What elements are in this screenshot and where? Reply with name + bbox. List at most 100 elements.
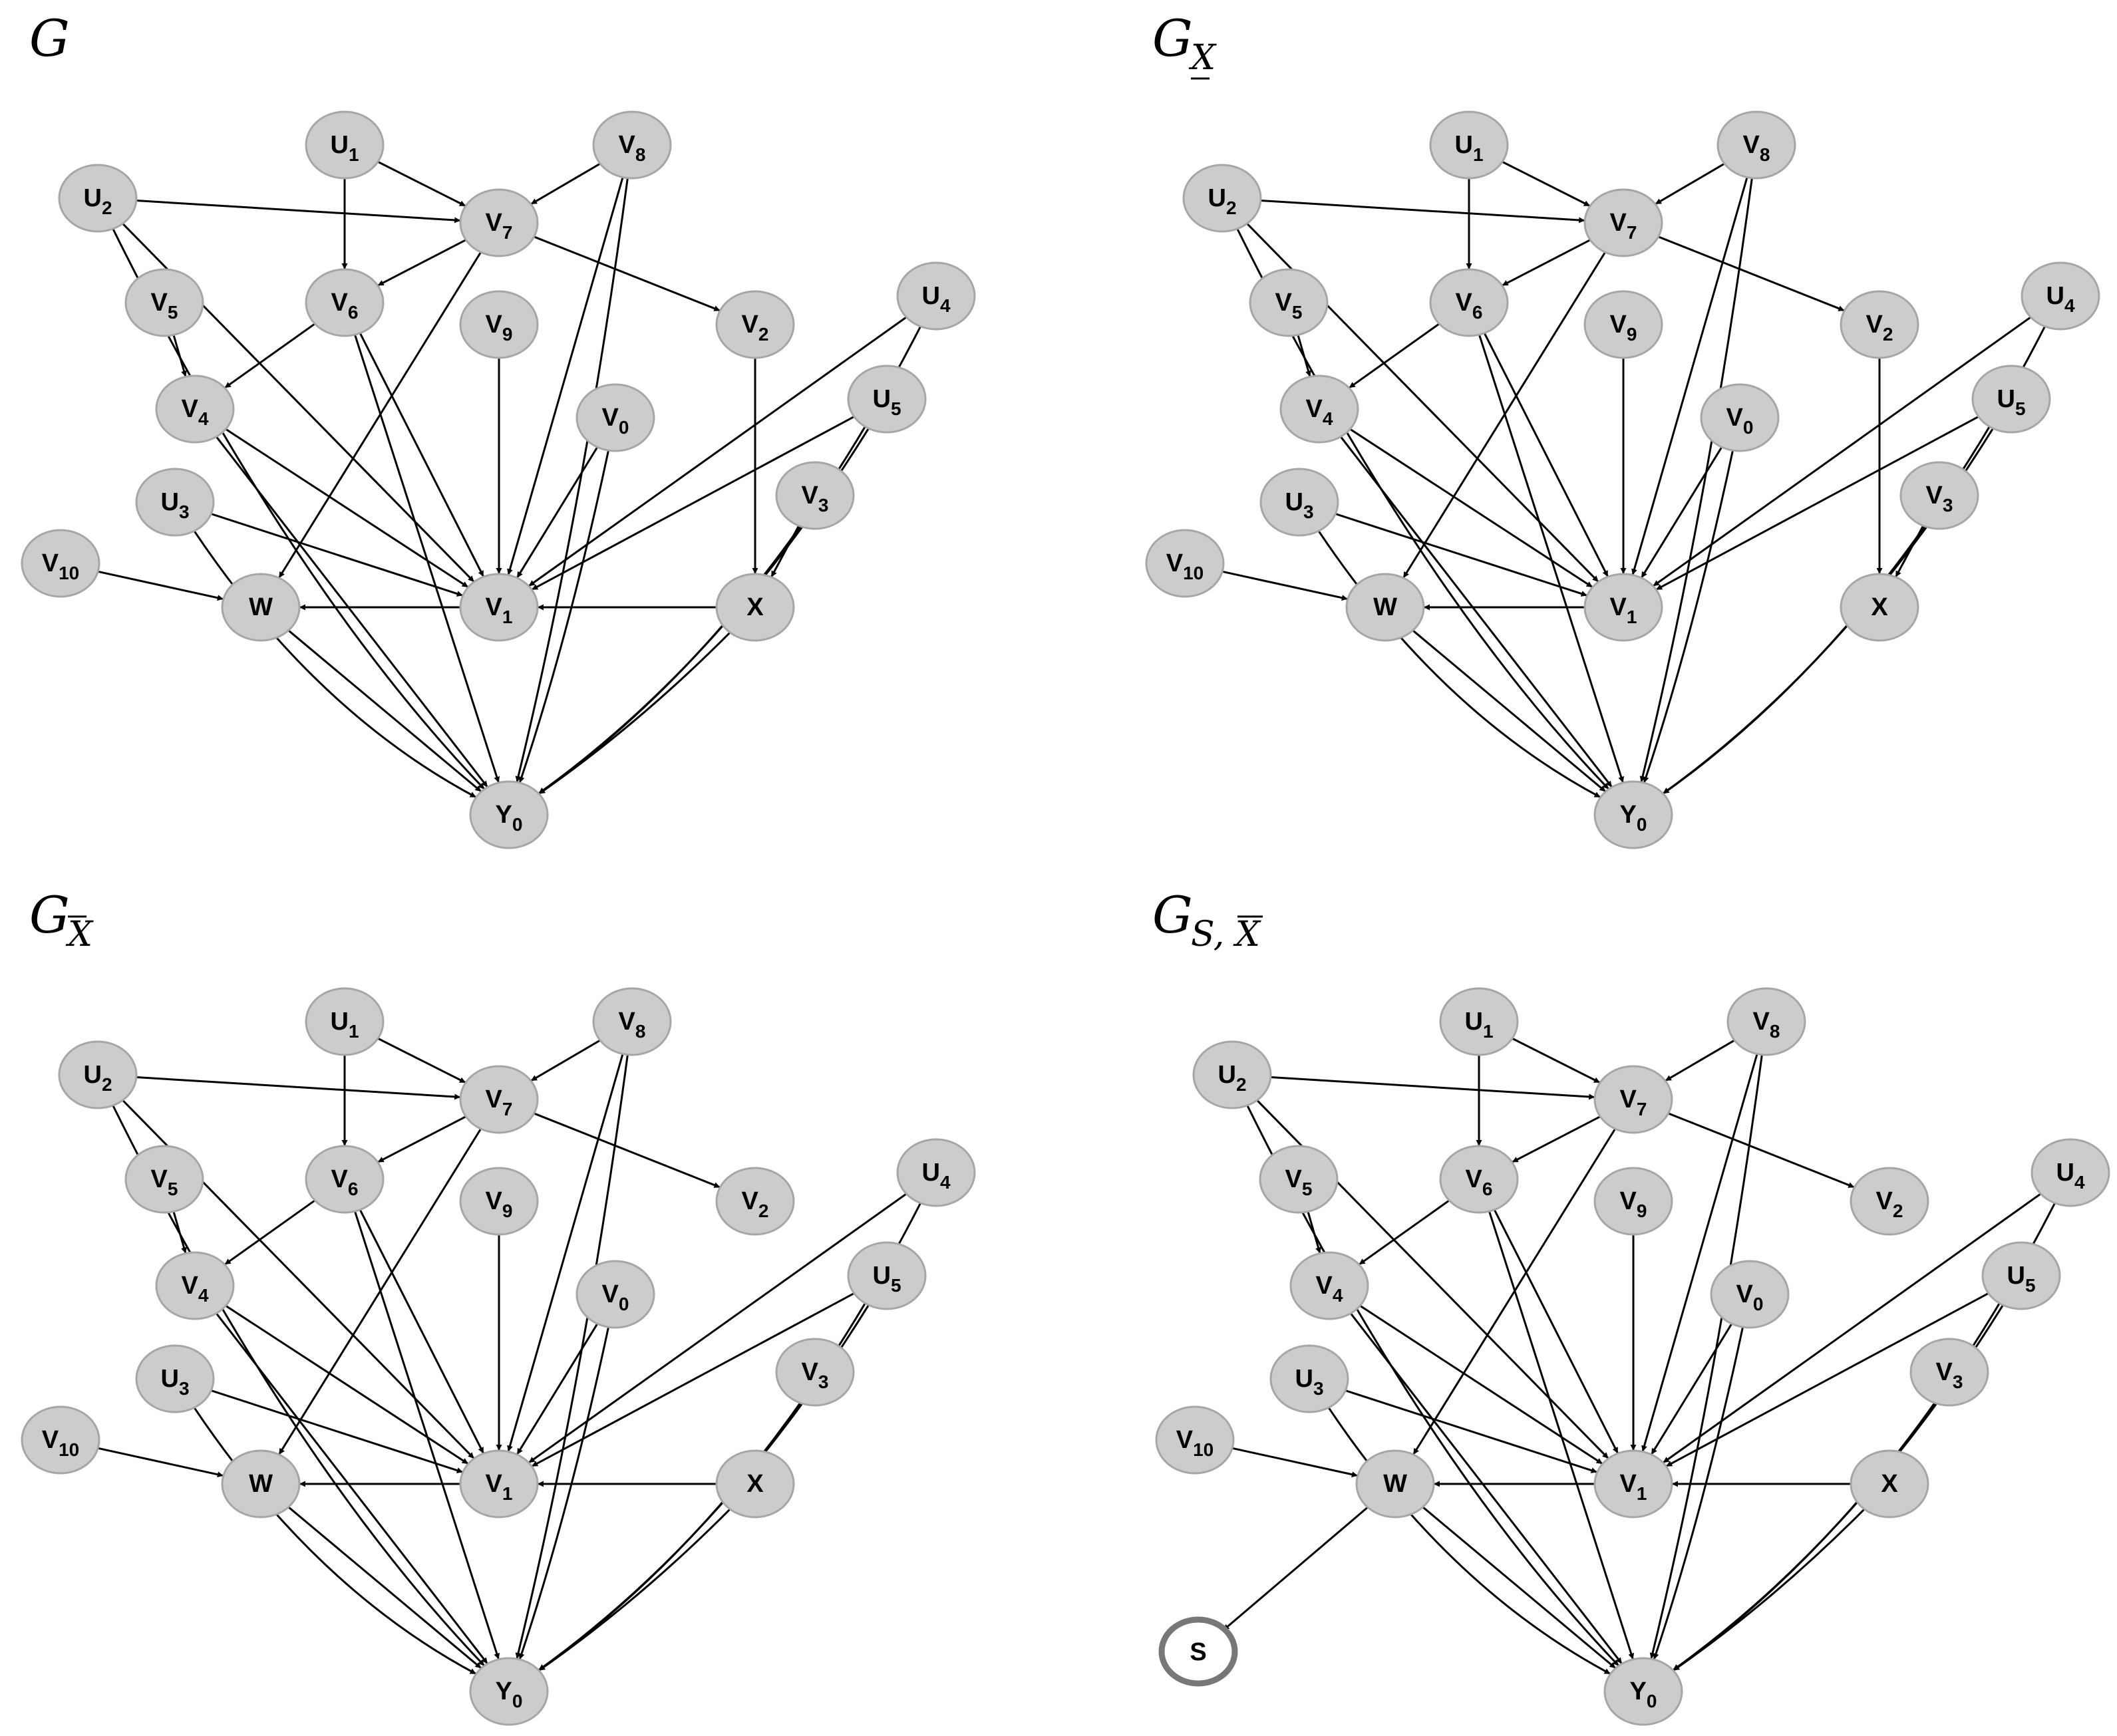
node-V10: V10 [21, 1405, 100, 1475]
node-U3: U3 [135, 468, 215, 537]
node-shape [1269, 1344, 1349, 1413]
node-label: V0 [1736, 1280, 1764, 1314]
node-shape [1583, 188, 1663, 257]
node-W: W [221, 1449, 301, 1519]
node-label: U1 [1464, 1008, 1493, 1042]
node-shape [1710, 1260, 1790, 1329]
node-shape [2021, 261, 2100, 331]
node-label: V2 [742, 1187, 769, 1221]
edge-V0-V1 [516, 446, 599, 579]
node-V7: V7 [459, 188, 539, 257]
node-V4: V4 [155, 374, 235, 444]
node-V2: V2 [1850, 1167, 1929, 1236]
node-Y0: Y0 [1603, 1657, 1683, 1726]
edge-V0-V1 [1640, 446, 1723, 579]
node-label: U2 [1218, 1061, 1246, 1095]
edge-V6-Y0 [1478, 334, 1625, 784]
node-label: V10 [42, 549, 80, 583]
edge-V0-V1 [516, 1323, 599, 1455]
edge-V10-W [97, 1447, 224, 1478]
node-U2: U2 [58, 1040, 138, 1109]
node-V2: V2 [1840, 290, 1919, 359]
edge-U4-V1 [1662, 1193, 2042, 1464]
edge-V0-Y0 [518, 1326, 609, 1660]
edge-V6-V1 [1483, 333, 1609, 577]
node-shape [124, 1145, 204, 1214]
node-shape [459, 1065, 539, 1134]
edge-V7-V6 [1512, 1115, 1601, 1163]
edge-W-Y0 [1422, 1506, 1617, 1669]
node-label: V2 [742, 311, 769, 345]
edge-W-Y0 [1412, 629, 1607, 793]
node-label: U4 [2056, 1159, 2084, 1193]
node-Y0: Y0 [469, 1657, 549, 1726]
node-label: V2 [1866, 311, 1893, 345]
node-shape [469, 780, 549, 849]
node-label: Y0 [1630, 1677, 1657, 1711]
edge-V10-W [97, 570, 224, 601]
node-label: U1 [330, 1008, 359, 1042]
graph-title-main: G [29, 885, 70, 944]
node-shape [1192, 1040, 1272, 1109]
node-shape [575, 383, 655, 452]
edge-V7-V2 [1658, 235, 1845, 312]
node-V2: V2 [715, 1167, 795, 1236]
node-shape [1182, 164, 1262, 233]
node-label: V0 [602, 1280, 629, 1314]
node-label: U5 [872, 385, 901, 419]
node-shape [715, 1167, 795, 1236]
node-label: U1 [330, 131, 359, 165]
node-shape [1981, 1241, 2061, 1310]
edge-U3-V1 [210, 513, 464, 597]
node-U3: U3 [135, 1344, 215, 1413]
node-shape [1355, 1449, 1435, 1519]
node-V7: V7 [1583, 188, 1663, 257]
node-label: Y0 [496, 1677, 523, 1711]
node-shape [1850, 1167, 1929, 1236]
node-label: U5 [2007, 1262, 2035, 1296]
node-label: W [249, 593, 273, 621]
edge-V5-V4 [172, 1211, 187, 1254]
node-label: U4 [921, 282, 950, 316]
node-shape [1850, 1449, 1929, 1519]
node-U5: U5 [847, 364, 927, 434]
node-U3: U3 [1259, 468, 1339, 537]
node-label: V5 [1275, 289, 1303, 323]
node-V10: V10 [21, 529, 100, 598]
node-V0: V0 [575, 383, 655, 452]
edge-V8-V1 [507, 1054, 624, 1452]
node-label: V3 [1926, 482, 1953, 515]
node-shape [1259, 1145, 1339, 1214]
node-V5: V5 [1259, 1145, 1339, 1214]
node-U5: U5 [847, 1241, 927, 1310]
node-shape [58, 164, 138, 233]
edge-V8-V7 [1665, 1039, 1735, 1082]
edge-U5-V1 [1655, 416, 1979, 591]
node-shape [1439, 987, 1519, 1056]
node-label: V6 [331, 1165, 359, 1199]
node-shape [715, 573, 795, 642]
node-label: U3 [160, 1365, 189, 1399]
node-U1: U1 [305, 110, 385, 180]
node-shape [155, 374, 235, 444]
node-shape [775, 461, 855, 530]
node-label: V1 [486, 1470, 513, 1504]
node-label: V8 [1743, 131, 1770, 165]
node-shape [1429, 268, 1509, 337]
node-label: V5 [1285, 1165, 1313, 1199]
node-label: V1 [1620, 1470, 1647, 1504]
node-label: V3 [802, 482, 829, 515]
node-shape [715, 1449, 795, 1519]
node-shape [135, 1344, 215, 1413]
node-Y0: Y0 [1593, 780, 1673, 849]
node-V10: V10 [1145, 529, 1225, 598]
edge-V0-Y0 [1653, 1326, 1744, 1660]
node-shape [1593, 1449, 1673, 1519]
edge-W-S [1222, 1506, 1369, 1632]
edge-U3-Y0 [1327, 1407, 1611, 1675]
node-V4: V4 [1279, 374, 1359, 444]
